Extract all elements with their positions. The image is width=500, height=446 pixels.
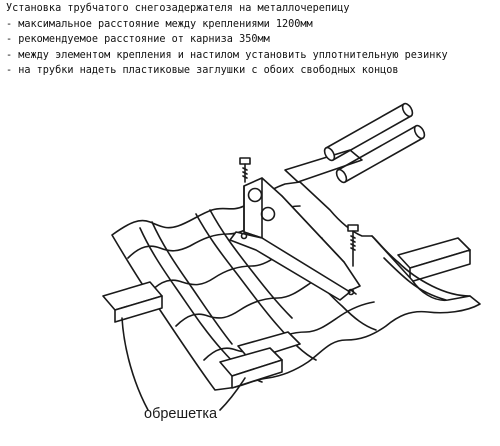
- snow-guard-tube-lower: [335, 124, 426, 184]
- callout-leader-right: [219, 377, 246, 411]
- instructions-block: Установка трубчатого снегозадержателя на…: [6, 1, 496, 79]
- tube-hole-upper: [247, 187, 263, 203]
- instruction-item-end-caps: - на трубки надеть пластиковые заглушки …: [6, 65, 399, 77]
- fastener-hole-right: [347, 288, 355, 296]
- snow-guard-tube-upper: [323, 102, 414, 162]
- upper-batten: [284, 149, 471, 283]
- tube-hole-lower: [260, 206, 276, 222]
- batten-callout: обрешетка: [121, 317, 246, 422]
- fastener-hole-left: [240, 232, 248, 240]
- instruction-item-eave-distance: - рекомендуемое расстояние от карниза 35…: [6, 34, 270, 46]
- batten-label: обрешетка: [144, 406, 218, 422]
- instruction-item-spacing: - максимальное расстояние между креплени…: [6, 18, 313, 30]
- screw-left: [239, 157, 251, 183]
- screw-right: [347, 224, 359, 267]
- lower-batten-front: [219, 331, 301, 389]
- instructions-title: Установка трубчатого снегозадержателя на…: [6, 3, 350, 14]
- callout-leader-left: [121, 317, 149, 411]
- instruction-item-rubber-seal: - между элементом крепления и настилом у…: [6, 49, 448, 61]
- snow-guard-bracket: [229, 177, 361, 301]
- lower-batten-left: [102, 281, 163, 323]
- installation-drawing: обрешетка: [102, 102, 481, 422]
